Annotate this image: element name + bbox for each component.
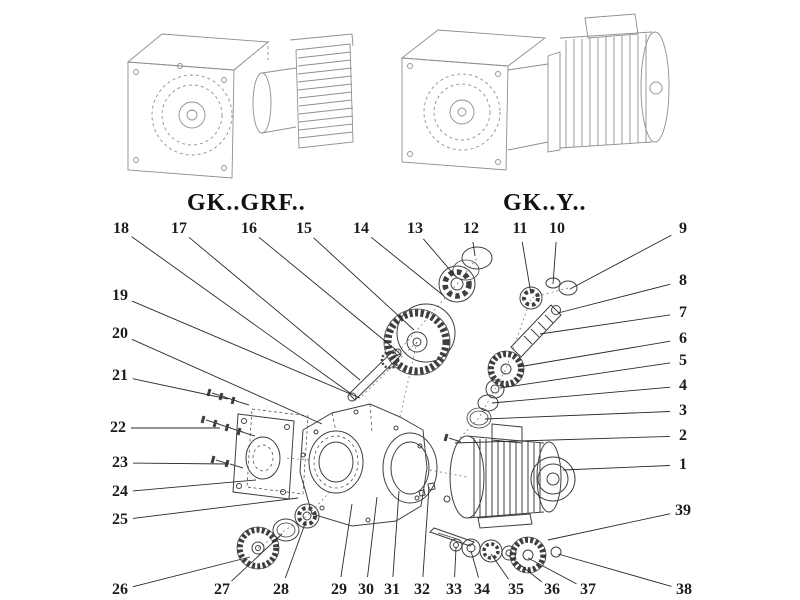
callout-5: 5 <box>679 352 687 369</box>
callout-24: 24 <box>112 483 128 500</box>
gear-housing <box>299 403 438 527</box>
callout-1: 1 <box>679 456 687 473</box>
callout-20: 20 <box>112 325 128 342</box>
callout-30: 30 <box>358 581 374 598</box>
electric-motor <box>418 423 576 529</box>
leader-line-9 <box>569 234 672 290</box>
callout-6: 6 <box>679 330 687 347</box>
leader-line-15 <box>313 237 415 331</box>
lower-left-bearing-set <box>236 503 320 570</box>
leader-line-34 <box>470 550 479 578</box>
leader-line-39 <box>547 513 671 541</box>
leader-line-19 <box>131 300 361 399</box>
leader-line-8 <box>557 283 671 314</box>
callout-39: 39 <box>675 502 691 519</box>
callout-2: 2 <box>679 427 687 444</box>
callout-33: 33 <box>446 581 462 598</box>
cover-bolts <box>200 388 256 469</box>
callout-15: 15 <box>296 220 312 237</box>
leader-line-11 <box>521 241 532 295</box>
callout-19: 19 <box>112 287 128 304</box>
callout-28: 28 <box>273 581 289 598</box>
model-label-gky: GK..Y.. <box>503 190 587 216</box>
leader-line-37 <box>527 557 577 585</box>
leader-line-12 <box>472 241 476 257</box>
callout-21: 21 <box>112 367 128 384</box>
gearbox-drawing-grf <box>126 33 354 179</box>
callout-13: 13 <box>407 220 423 237</box>
callout-34: 34 <box>474 581 490 598</box>
callout-29: 29 <box>331 581 347 598</box>
leader-line-17 <box>188 236 361 381</box>
leader-line-7 <box>539 314 671 335</box>
leader-line-4 <box>491 386 671 404</box>
callout-37: 37 <box>580 581 596 598</box>
leader-line-5 <box>499 362 671 389</box>
callout-26: 26 <box>112 581 128 598</box>
leader-line-3 <box>484 411 671 420</box>
callout-10: 10 <box>549 220 565 237</box>
callout-25: 25 <box>112 511 128 528</box>
large-gear <box>383 303 456 376</box>
leader-line-27 <box>231 533 283 582</box>
callout-38: 38 <box>676 581 692 598</box>
callout-12: 12 <box>463 220 479 237</box>
callout-16: 16 <box>241 220 257 237</box>
leader-line-13 <box>423 238 457 278</box>
leader-line-25 <box>132 497 299 519</box>
exploded-view <box>200 246 578 574</box>
callout-11: 11 <box>512 220 528 237</box>
leader-line-31 <box>392 490 400 578</box>
assembly-axis-lines <box>257 257 569 549</box>
callout-3: 3 <box>679 402 687 419</box>
callout-7: 7 <box>679 304 687 321</box>
leader-line-35 <box>490 553 509 580</box>
leader-line-38 <box>557 553 672 587</box>
leader-line-20 <box>131 338 323 425</box>
motor-flange-bolt <box>443 433 462 443</box>
leader-line-32 <box>422 486 430 578</box>
callout-4: 4 <box>679 377 687 394</box>
leader-line-2 <box>454 435 671 444</box>
leader-lines <box>131 234 672 588</box>
leader-line-29 <box>340 503 353 578</box>
leader-line-36 <box>508 555 543 583</box>
callout-22: 22 <box>110 419 126 436</box>
flange-cover-plate <box>232 408 309 500</box>
leader-line-28 <box>284 520 307 578</box>
callout-17: 17 <box>171 220 187 237</box>
callout-8: 8 <box>679 272 687 289</box>
leader-line-33 <box>454 547 457 578</box>
model-label-grf: GK..GRF.. <box>187 190 306 216</box>
callout-35: 35 <box>508 581 524 598</box>
leader-line-6 <box>517 340 671 368</box>
callout-31: 31 <box>384 581 400 598</box>
callout-23: 23 <box>112 454 128 471</box>
leader-line-14 <box>370 236 445 297</box>
intermediate-shaft-set <box>466 277 578 429</box>
callout-36: 36 <box>544 581 560 598</box>
callout-14: 14 <box>353 220 369 237</box>
leader-line-24 <box>132 479 257 492</box>
callout-9: 9 <box>679 220 687 237</box>
leader-line-10 <box>552 241 557 285</box>
leader-line-18 <box>131 236 351 394</box>
leader-line-1 <box>562 465 671 471</box>
leader-line-30 <box>367 496 378 578</box>
leader-line-23 <box>132 462 229 465</box>
output-shaft-assembly <box>429 527 562 574</box>
callout-32: 32 <box>414 581 430 598</box>
gearbox-drawing-gky <box>400 13 670 171</box>
callout-27: 27 <box>214 581 230 598</box>
callout-18: 18 <box>113 220 129 237</box>
leader-line-21 <box>132 378 229 400</box>
leader-line-16 <box>258 236 397 351</box>
upper-bearing-and-rings <box>438 246 493 303</box>
leader-line-26 <box>132 556 251 588</box>
